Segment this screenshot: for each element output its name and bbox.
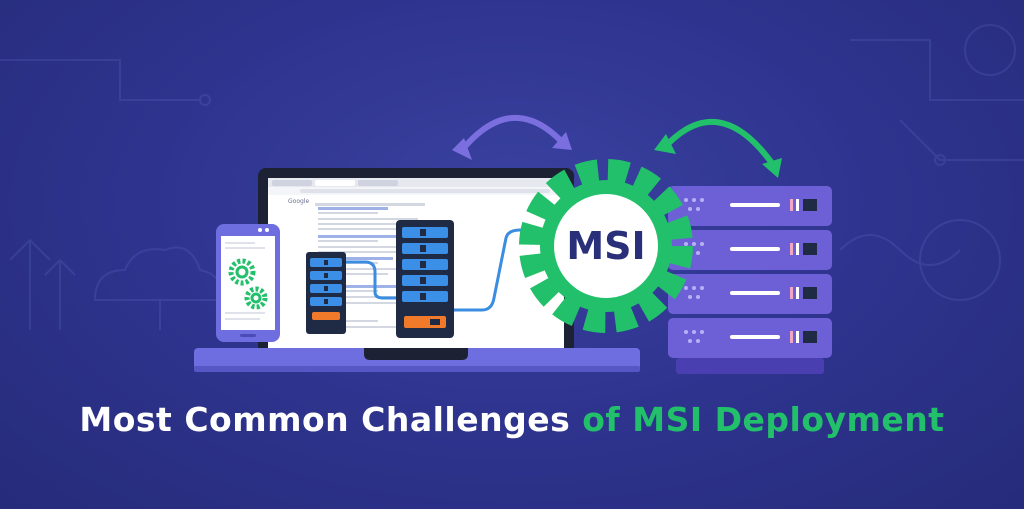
server-rack-icon — [396, 220, 454, 338]
circuit-lines — [0, 24, 1024, 301]
upload-arrow-icon — [9, 238, 76, 330]
server-rack-icon — [668, 186, 832, 374]
headline-part2: of MSI Deployment — [582, 400, 945, 439]
network-cables — [345, 228, 534, 312]
background-decor — [0, 24, 1024, 330]
gear-msi-label: MSI — [566, 224, 645, 268]
server-rack-icon — [306, 252, 346, 334]
headline-part1: Most Common Challenges — [79, 400, 583, 439]
arrow-head — [452, 138, 472, 160]
sync-arrow-icon — [459, 115, 565, 153]
arrow-head — [762, 158, 782, 178]
arrow-head — [552, 132, 572, 150]
gear-icon — [519, 159, 693, 333]
arrow-head — [654, 134, 676, 154]
headline: Most Common Challenges of MSI Deployment — [0, 400, 1024, 439]
gear-icon — [228, 258, 268, 310]
sync-arrow-icon — [661, 119, 777, 169]
cloud-icon — [93, 246, 222, 330]
google-logo-text: Google — [288, 198, 309, 205]
